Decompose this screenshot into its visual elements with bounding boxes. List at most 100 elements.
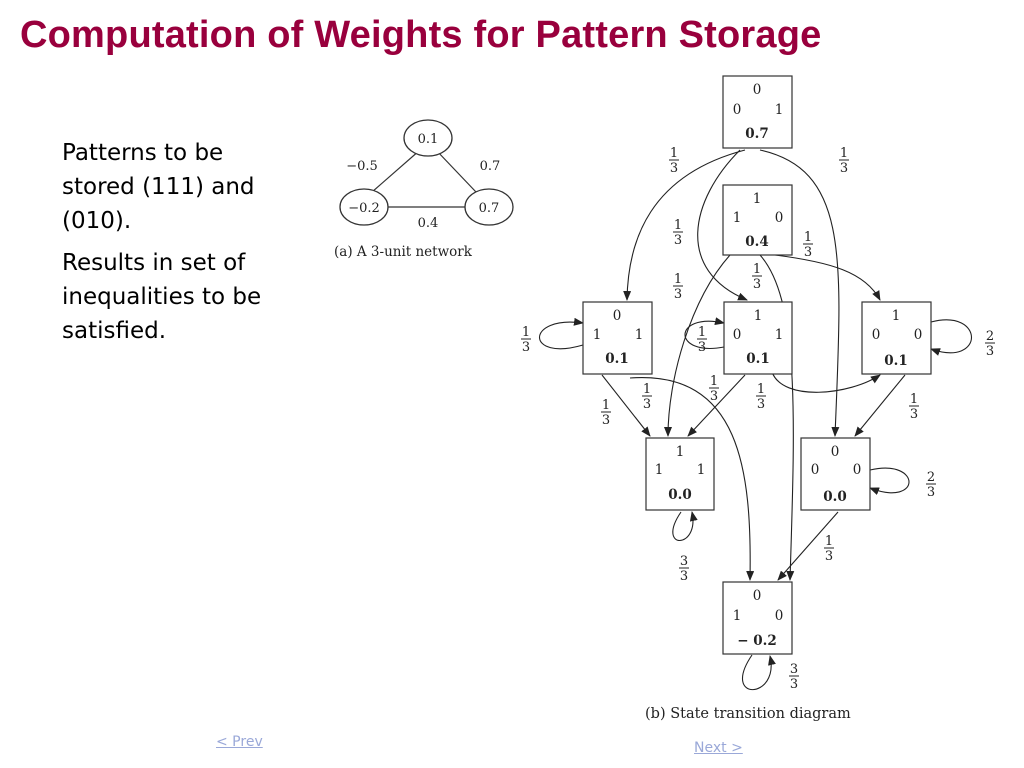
svg-text:0: 0: [775, 210, 784, 226]
probability-label: 13: [709, 374, 719, 404]
probability-numerator: 1: [674, 218, 682, 233]
probability-label: 13: [803, 230, 813, 260]
state-box: 1 0 1 0.1: [723, 301, 793, 375]
probability-numerator: 2: [986, 329, 994, 344]
svg-text:0.7: 0.7: [745, 126, 769, 142]
probability-denominator: 3: [927, 485, 935, 500]
state-box: 1 0 0 0.1: [861, 301, 932, 375]
probability-numerator: 1: [757, 382, 765, 397]
probability-denominator: 3: [804, 245, 812, 260]
probability-label: 13: [669, 146, 679, 176]
probability-numerator: 1: [825, 534, 833, 549]
svg-text:− 0.2: − 0.2: [737, 633, 777, 649]
self-loop: [930, 319, 973, 356]
probability-numerator: 1: [674, 272, 682, 287]
probability-numerator: 1: [710, 374, 718, 389]
probability-label: 13: [601, 398, 611, 428]
probability-label: 13: [521, 325, 531, 355]
network-edge: [435, 149, 477, 193]
svg-text:1: 1: [753, 191, 762, 207]
probability-numerator: 1: [698, 325, 706, 340]
svg-text:0: 0: [753, 588, 762, 604]
probability-label: 13: [824, 534, 834, 564]
svg-text:1: 1: [593, 327, 602, 343]
network-weight-label: 0.7: [480, 159, 501, 174]
probability-numerator: 1: [522, 325, 530, 340]
self-loop: [672, 511, 698, 542]
network-caption: (a) A 3-unit network: [334, 244, 473, 260]
probability-numerator: 1: [804, 230, 812, 245]
svg-text:1: 1: [775, 327, 784, 343]
probability-denominator: 3: [674, 287, 682, 302]
svg-text:1: 1: [676, 444, 685, 460]
bullet-patterns: Patterns to be stored (111) and (010).: [62, 140, 255, 234]
network-node: [464, 188, 514, 226]
bullet-inequalities: Results in set of inequalities to be sat…: [62, 250, 262, 344]
self-loop: [539, 317, 584, 350]
svg-text:1: 1: [733, 608, 742, 624]
svg-text:0: 0: [753, 82, 762, 98]
svg-text:0.1: 0.1: [884, 353, 908, 369]
probability-numerator: 3: [680, 554, 688, 569]
probability-label: 13: [673, 218, 683, 248]
probability-denominator: 3: [674, 233, 682, 248]
network-weight-label: −0.5: [346, 159, 378, 174]
probability-label: 13: [752, 262, 762, 292]
probability-denominator: 3: [790, 677, 798, 692]
probability-label: 33: [679, 554, 689, 584]
svg-text:1: 1: [754, 308, 763, 324]
svg-text:1: 1: [775, 102, 784, 118]
svg-text:0: 0: [872, 327, 881, 343]
svg-text:0: 0: [811, 462, 820, 478]
probability-label: 13: [756, 382, 766, 412]
svg-text:1: 1: [635, 327, 644, 343]
svg-text:0: 0: [831, 444, 840, 460]
probability-numerator: 1: [840, 146, 848, 161]
probability-denominator: 3: [910, 407, 918, 422]
probability-label: 13: [697, 325, 707, 355]
next-link[interactable]: Next >: [694, 740, 743, 756]
probability-denominator: 3: [986, 344, 994, 359]
probability-denominator: 3: [753, 277, 761, 292]
svg-text:1: 1: [892, 308, 901, 324]
probability-denominator: 3: [757, 397, 765, 412]
probability-denominator: 3: [522, 340, 530, 355]
state-nodes: 0 0 1 0.7 1 1 0 0.4 0 1 1 0.1 1 0 1 0.1: [582, 75, 932, 655]
network-node: [403, 119, 453, 157]
svg-text:1: 1: [697, 462, 706, 478]
state-box: 0 0 0 0.0: [800, 437, 871, 511]
probability-denominator: 3: [825, 549, 833, 564]
prev-link[interactable]: < Prev: [216, 734, 263, 750]
network-node-label: 0.7: [479, 201, 500, 216]
probability-label: 33: [789, 662, 799, 692]
probability-denominator: 3: [643, 397, 651, 412]
probability-denominator: 3: [680, 569, 688, 584]
probability-label: 13: [642, 382, 652, 412]
svg-text:0: 0: [853, 462, 862, 478]
probability-denominator: 3: [698, 340, 706, 355]
probability-numerator: 1: [643, 382, 651, 397]
bullet-text: Patterns to be stored (111) and (010). R…: [62, 136, 277, 356]
svg-text:1: 1: [655, 462, 664, 478]
svg-text:0: 0: [733, 102, 742, 118]
transition-edge: [697, 149, 748, 301]
svg-text:0.0: 0.0: [823, 489, 847, 505]
probability-numerator: 3: [790, 662, 798, 677]
diagram-caption: (b) State transition diagram: [645, 706, 851, 722]
probability-label: 13: [673, 272, 683, 302]
svg-text:0: 0: [613, 308, 622, 324]
probability-label: 13: [839, 146, 849, 176]
probability-numerator: 1: [670, 146, 678, 161]
network-node-label: 0.1: [418, 132, 439, 147]
probability-numerator: 1: [602, 398, 610, 413]
transition-edge: [629, 377, 755, 581]
probability-denominator: 3: [602, 413, 610, 428]
svg-text:0.4: 0.4: [745, 234, 769, 250]
probability-label: 13: [909, 392, 919, 422]
svg-text:1: 1: [733, 210, 742, 226]
probability-denominator: 3: [670, 161, 678, 176]
transition-edge: [854, 374, 906, 437]
probability-numerator: 2: [927, 470, 935, 485]
